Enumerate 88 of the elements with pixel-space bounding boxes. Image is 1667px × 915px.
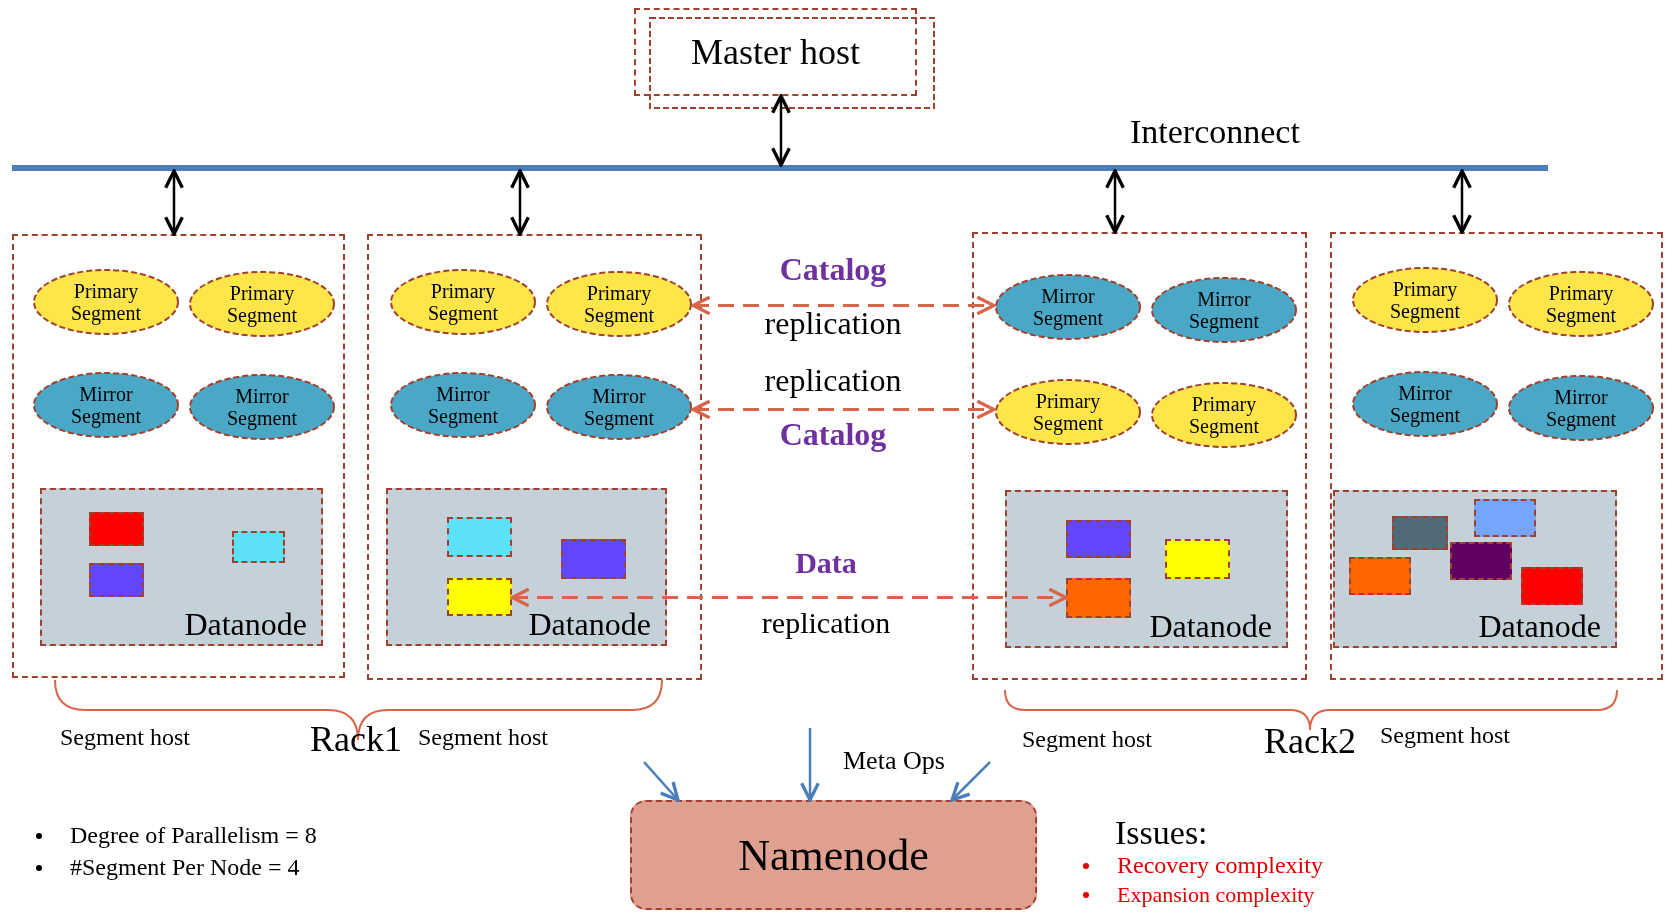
interconnect-label: Interconnect bbox=[1130, 113, 1300, 151]
arrow bbox=[1105, 169, 1125, 234]
master-host-box bbox=[634, 8, 917, 96]
segment-host-box bbox=[367, 234, 702, 680]
bullet-text: Degree of Parallelism = 8 bbox=[34, 822, 317, 849]
segment-ellipse bbox=[188, 270, 336, 338]
data-block bbox=[89, 512, 144, 546]
node-label: Master host bbox=[691, 31, 860, 73]
edge-label: Meta Ops bbox=[843, 745, 945, 777]
host-caption: Segment host bbox=[1022, 726, 1152, 753]
segment-ellipse bbox=[389, 371, 537, 439]
segment-ellipse bbox=[994, 378, 1142, 446]
text-label: Rack1 bbox=[310, 718, 402, 760]
bullet-text: Recovery complexity bbox=[1081, 852, 1323, 879]
datanode-box bbox=[1005, 490, 1288, 648]
arrow bbox=[164, 169, 184, 236]
host-caption: Segment host bbox=[418, 724, 548, 751]
bullet-text: Expansion complexity bbox=[1081, 882, 1315, 908]
data-block bbox=[1066, 578, 1131, 618]
edge-label: replication Catalog bbox=[764, 363, 902, 451]
segment-label: Primary Segment bbox=[1188, 393, 1260, 437]
segment-ellipse bbox=[1351, 266, 1499, 334]
arrow bbox=[950, 761, 991, 802]
segment-label: Mirror Segment bbox=[427, 383, 499, 427]
segment-label: Mirror Segment bbox=[70, 383, 142, 427]
data-block bbox=[89, 563, 144, 597]
segment-label: Primary Segment bbox=[427, 280, 499, 324]
edge-label: Data replication bbox=[761, 546, 891, 640]
datanode-label: Datanode bbox=[528, 606, 651, 642]
host-caption: Segment host bbox=[60, 724, 190, 751]
segment-label: Primary Segment bbox=[1545, 282, 1617, 326]
data-block bbox=[1066, 520, 1131, 558]
datanode-label: Datanode bbox=[184, 606, 307, 642]
segment-ellipse bbox=[1150, 381, 1298, 449]
bullet-text: #Segment Per Node = 4 bbox=[34, 854, 300, 881]
data-block bbox=[1392, 516, 1448, 550]
node-label: Namenode bbox=[738, 829, 929, 881]
text-label: Issues: bbox=[1115, 814, 1208, 852]
segment-ellipse bbox=[188, 373, 336, 441]
data-block bbox=[1521, 567, 1583, 605]
data-block bbox=[1165, 539, 1230, 579]
datanode-box bbox=[1333, 490, 1617, 648]
data-block bbox=[447, 517, 512, 557]
arrow bbox=[691, 399, 996, 420]
datanode-box bbox=[386, 488, 667, 646]
segment-ellipse bbox=[994, 273, 1142, 341]
arrow bbox=[510, 587, 1068, 608]
segment-ellipse bbox=[1507, 374, 1655, 442]
data-block bbox=[1450, 542, 1512, 580]
segment-label: Primary Segment bbox=[70, 280, 142, 324]
segment-ellipse bbox=[32, 268, 180, 336]
segment-ellipse bbox=[1507, 270, 1655, 338]
segment-host-box bbox=[12, 234, 345, 678]
segment-ellipse bbox=[32, 371, 180, 439]
segment-label: Mirror Segment bbox=[1389, 382, 1461, 426]
data-block bbox=[447, 578, 512, 616]
segment-ellipse bbox=[389, 268, 537, 336]
text-label: Rack2 bbox=[1264, 720, 1356, 762]
segment-host-box bbox=[972, 232, 1307, 680]
segment-label: Mirror Segment bbox=[1032, 285, 1104, 329]
data-block bbox=[1349, 557, 1411, 595]
arrow bbox=[1452, 169, 1472, 234]
segment-ellipse bbox=[1351, 370, 1499, 438]
segment-label: Primary Segment bbox=[1032, 390, 1104, 434]
datanode-label: Datanode bbox=[1149, 608, 1272, 644]
arrow bbox=[691, 295, 996, 316]
datanode-box bbox=[40, 488, 323, 646]
arrow bbox=[643, 761, 680, 802]
segment-label: Primary Segment bbox=[226, 282, 298, 326]
segment-label: Mirror Segment bbox=[1188, 288, 1260, 332]
datanode-label: Datanode bbox=[1478, 608, 1601, 644]
segment-host-box bbox=[1330, 232, 1663, 680]
arrow bbox=[510, 169, 530, 236]
segment-ellipse bbox=[545, 373, 693, 441]
arrow bbox=[771, 94, 791, 167]
segment-ellipse bbox=[1150, 276, 1298, 344]
data-block bbox=[1474, 499, 1536, 537]
segment-label: Mirror Segment bbox=[226, 385, 298, 429]
namenode-box bbox=[630, 800, 1037, 910]
segment-label: Mirror Segment bbox=[1545, 386, 1617, 430]
segment-label: Primary Segment bbox=[1389, 278, 1461, 322]
data-block bbox=[561, 539, 626, 579]
arrow bbox=[800, 728, 820, 802]
host-caption: Segment host bbox=[1380, 722, 1510, 749]
segment-label: Mirror Segment bbox=[583, 385, 655, 429]
segment-ellipse bbox=[545, 270, 693, 338]
data-block bbox=[232, 531, 285, 563]
segment-label: Primary Segment bbox=[583, 282, 655, 326]
